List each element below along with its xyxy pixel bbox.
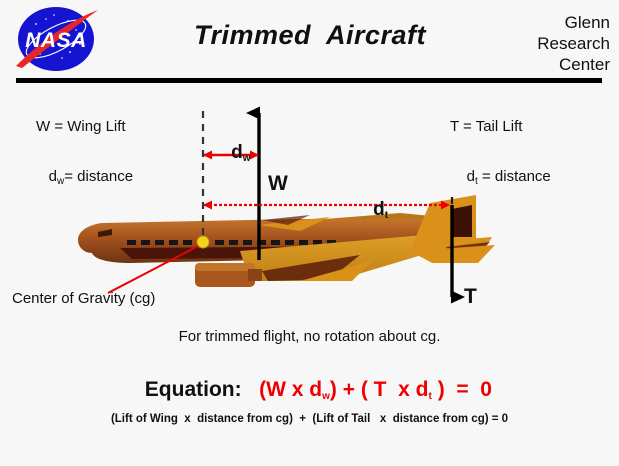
equation-sub-t: t — [428, 391, 432, 402]
nasa-center-name: Glenn Research Center — [470, 12, 610, 75]
aircraft-diagram — [78, 106, 495, 304]
nasa-logo: NASA — [10, 6, 106, 72]
tail-lift-label: T — [464, 285, 477, 308]
center-name-line-3: Center — [558, 55, 610, 74]
legend-wing-distance: dw= distance — [32, 151, 133, 204]
dw-label: dw — [210, 120, 251, 186]
center-name-line-2: Research — [537, 34, 610, 53]
cg-text-label: Center of Gravity (cg) — [12, 290, 156, 307]
legend-tail-lift: T = Tail Lift — [450, 118, 523, 135]
dt-subscript: t — [384, 210, 389, 221]
equation-row: Equation: (W x dw) + ( T x dt ) = 0 — [0, 360, 619, 420]
aircraft-illustration — [78, 195, 495, 287]
legend-dt-symbol: d — [466, 168, 476, 185]
equation-label: Equation: — [144, 378, 242, 401]
engine-nacelle — [195, 263, 262, 287]
legend-dw-symbol: d — [48, 168, 58, 185]
page-title: Trimmed Aircraft — [193, 20, 427, 50]
wing-root-fairing — [258, 217, 330, 231]
dt-symbol: d — [373, 199, 385, 220]
dw-subscript: w — [242, 153, 251, 164]
dw-symbol: d — [231, 142, 243, 163]
window-row — [127, 240, 336, 245]
cg-leader-line — [107, 244, 201, 294]
center-name-line-1: Glenn — [564, 13, 610, 32]
legend-dt-text: = distance — [477, 168, 551, 185]
legend-dw-subscript: w — [57, 176, 65, 187]
header-divider — [16, 78, 602, 83]
legend-dt-subscript: t — [475, 176, 478, 187]
wing-near — [240, 231, 470, 281]
equation-part-2: ) + ( T x d — [329, 378, 429, 401]
equation-formula: (W x dw) + ( T x dt ) = 0 — [259, 378, 492, 402]
cg-marker — [196, 235, 210, 249]
svg-text:NASA: NASA — [25, 29, 87, 52]
legend-wing-lift: W = Wing Lift — [36, 118, 126, 135]
legend-dw-text: = distance — [64, 168, 134, 185]
cockpit-window — [98, 229, 112, 237]
trim-note: For trimmed flight, no rotation about cg… — [178, 328, 441, 345]
equation-part-1: (W x d — [259, 378, 323, 401]
legend-tail-distance: dt = distance — [450, 151, 551, 204]
equation-caption: (Lift of Wing x distance from cg) + (Lif… — [110, 413, 509, 425]
equation-part-3: ) = 0 — [431, 378, 492, 401]
equation-sub-w: w — [322, 391, 330, 402]
wing-root-shadow — [262, 215, 310, 225]
wing-lift-label: W — [268, 172, 288, 195]
dt-label: dt — [352, 177, 388, 243]
